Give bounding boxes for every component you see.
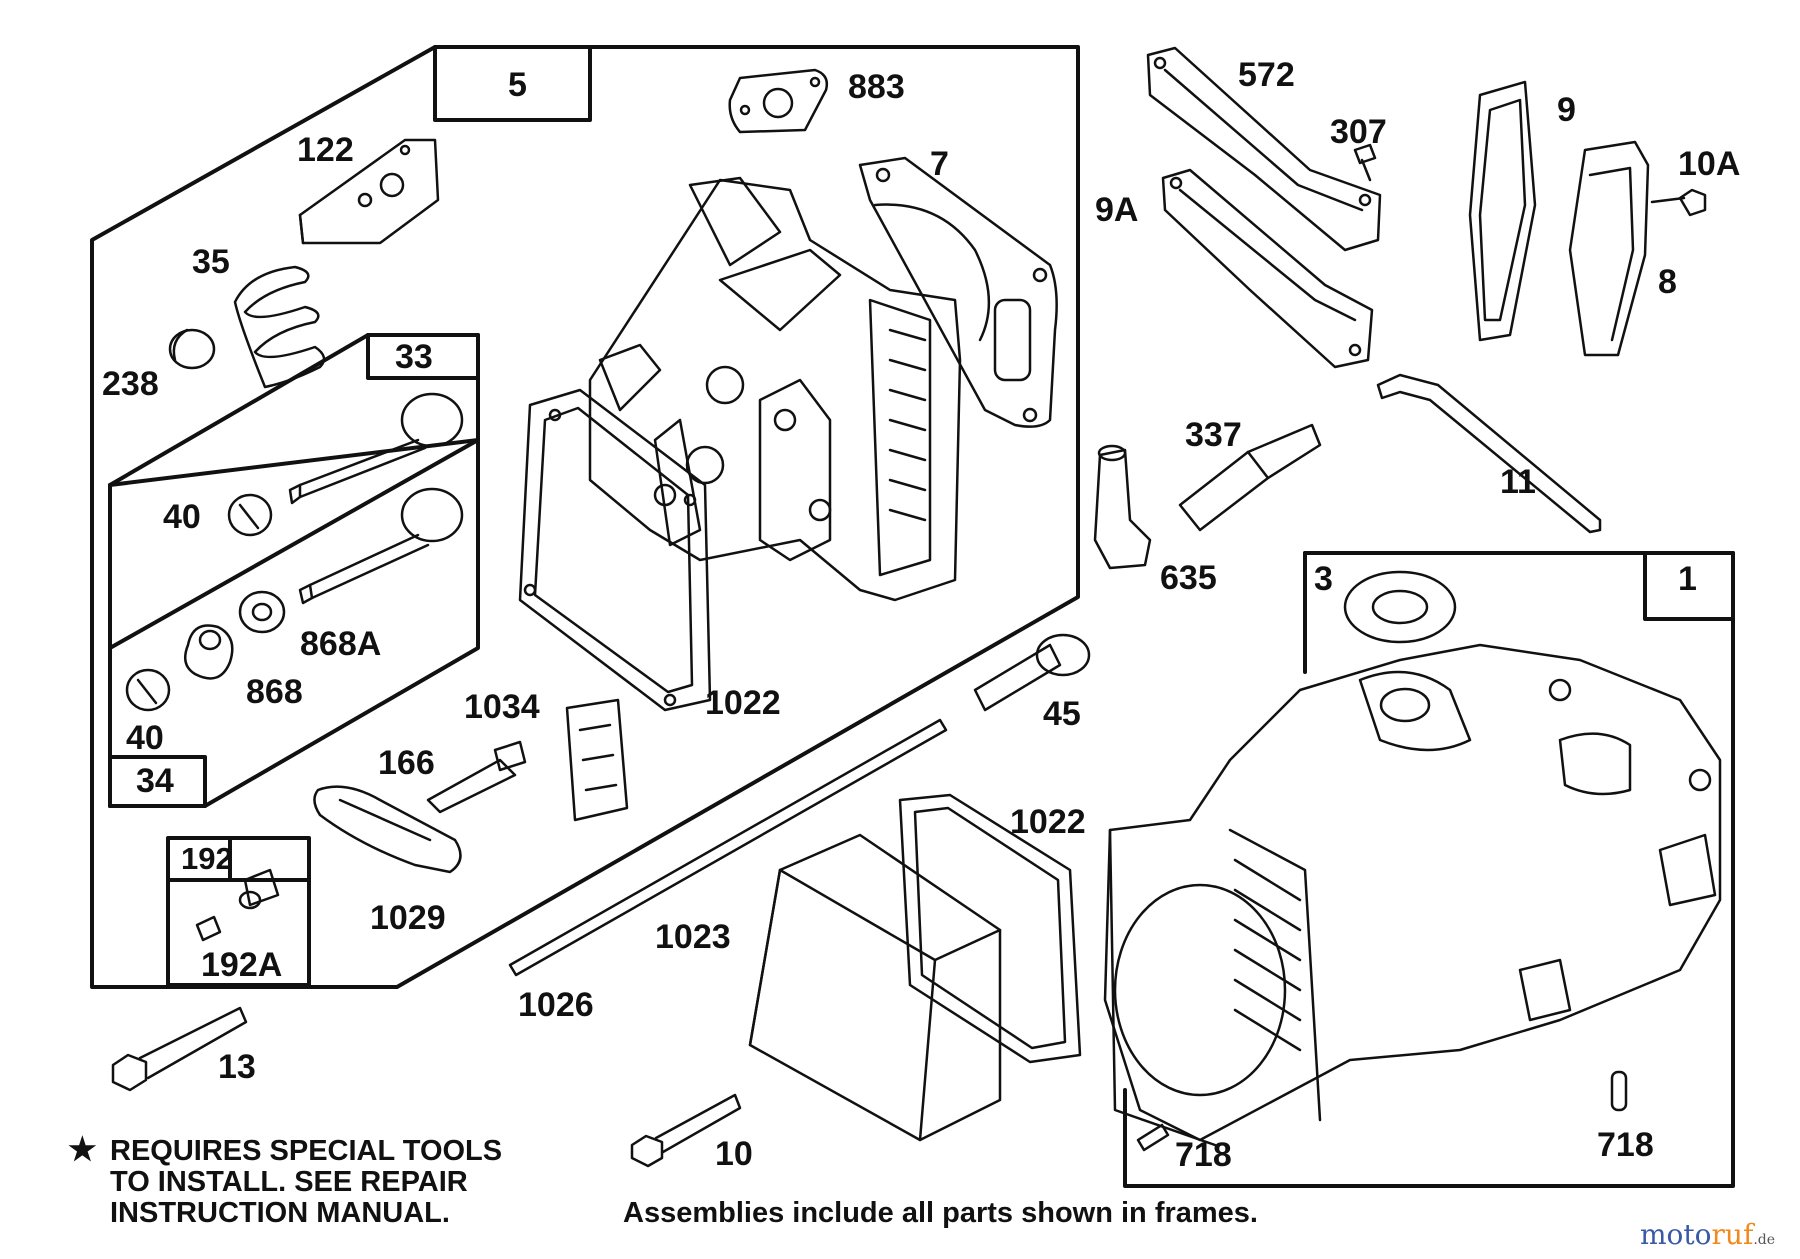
part-label-1023: 1023 bbox=[655, 918, 731, 956]
part-192a-screw bbox=[195, 915, 222, 942]
part-label-718-left: 718 bbox=[1175, 1136, 1232, 1174]
part-122-bracket bbox=[298, 138, 440, 245]
part-35-spring bbox=[233, 265, 326, 389]
part-label-10a: 10A bbox=[1678, 145, 1741, 183]
part-label-35: 35 bbox=[192, 243, 230, 281]
part-label-10: 10 bbox=[715, 1135, 753, 1173]
frame-label-5: 5 bbox=[508, 66, 527, 104]
special-tools-note: ★ REQUIRES SPECIAL TOOLS TO INSTALL. SEE… bbox=[68, 1133, 503, 1229]
part-label-1034: 1034 bbox=[464, 688, 540, 726]
part-1029-rocker-arm bbox=[313, 785, 462, 874]
part-166-stud bbox=[426, 740, 527, 814]
part-label-238: 238 bbox=[102, 365, 159, 403]
part-13-bolt bbox=[111, 1006, 248, 1092]
part-label-192a: 192A bbox=[201, 946, 283, 984]
part-11-tube bbox=[1376, 373, 1602, 534]
part-label-1026: 1026 bbox=[518, 986, 594, 1024]
part-label-337: 337 bbox=[1185, 416, 1242, 454]
frame-33-34-outline bbox=[108, 333, 480, 808]
part-label-1029: 1029 bbox=[370, 899, 446, 937]
part-label-13: 13 bbox=[218, 1048, 256, 1086]
part-10-bolt bbox=[630, 1093, 742, 1168]
part-valve-exhaust bbox=[298, 487, 464, 605]
part-label-868: 868 bbox=[246, 673, 303, 711]
part-868-seal bbox=[183, 624, 234, 680]
part-572-gasket bbox=[1146, 46, 1382, 252]
part-1022-cover-gasket bbox=[898, 793, 1082, 1064]
part-1026-push-rod bbox=[508, 718, 948, 977]
part-1022-rocker-gasket bbox=[518, 388, 712, 712]
part-label-45: 45 bbox=[1043, 695, 1081, 733]
frame-label-34: 34 bbox=[136, 762, 174, 800]
part-label-1022-lower: 1022 bbox=[1010, 803, 1086, 841]
watermark-accent: ruf bbox=[1711, 1218, 1754, 1251]
part-label-8: 8 bbox=[1658, 263, 1677, 301]
part-9-gasket bbox=[1468, 80, 1537, 342]
part-label-9: 9 bbox=[1557, 91, 1576, 129]
part-8-cover bbox=[1568, 140, 1650, 357]
part-1034-plate bbox=[565, 698, 629, 822]
part-label-635: 635 bbox=[1160, 559, 1217, 597]
part-868a-washer bbox=[238, 590, 286, 634]
star-icon: ★ bbox=[68, 1131, 97, 1167]
frame-5-outline bbox=[90, 45, 1080, 989]
part-7-head-gasket bbox=[858, 156, 1058, 428]
part-label-166: 166 bbox=[378, 744, 435, 782]
part-40-retainer-upper bbox=[227, 493, 273, 537]
part-label-122: 122 bbox=[297, 131, 354, 169]
part-label-883: 883 bbox=[848, 68, 905, 106]
part-label-7: 7 bbox=[930, 145, 949, 183]
cylinder-head-casting bbox=[588, 176, 962, 602]
frame-label-33: 33 bbox=[395, 338, 433, 376]
part-label-40-upper: 40 bbox=[163, 498, 201, 536]
part-label-572: 572 bbox=[1238, 56, 1295, 94]
part-label-9a: 9A bbox=[1095, 191, 1139, 229]
part-1023-rocker-cover bbox=[748, 833, 1002, 1142]
special-tools-line-3: INSTRUCTION MANUAL. bbox=[110, 1197, 450, 1229]
part-9a-gasket bbox=[1161, 168, 1374, 369]
part-33-valve-intake bbox=[288, 392, 464, 505]
part-label-718-right: 718 bbox=[1597, 1126, 1654, 1164]
crankcase-block bbox=[1103, 643, 1722, 1147]
watermark-suffix: .de bbox=[1753, 1232, 1776, 1248]
part-883-gasket bbox=[728, 68, 829, 134]
part-label-1022-upper: 1022 bbox=[705, 684, 781, 722]
part-3-oil-seal bbox=[1343, 570, 1457, 644]
part-192-pivot bbox=[238, 868, 280, 910]
assemblies-footnote: Assemblies include all parts shown in fr… bbox=[623, 1197, 1258, 1229]
part-label-11: 11 bbox=[1500, 463, 1536, 501]
watermark-main: moto bbox=[1640, 1218, 1712, 1251]
special-tools-line-2: TO INSTALL. SEE REPAIR bbox=[110, 1166, 468, 1198]
part-label-40-lower: 40 bbox=[126, 719, 164, 757]
part-337-spark-plug bbox=[1178, 423, 1322, 532]
frame-192-outline bbox=[166, 836, 311, 987]
part-238-cap bbox=[168, 328, 216, 370]
frame-1-outline bbox=[1123, 551, 1735, 1188]
special-tools-line-1: REQUIRES SPECIAL TOOLS bbox=[110, 1135, 503, 1167]
frame-label-1: 1 bbox=[1678, 560, 1697, 598]
part-label-3: 3 bbox=[1314, 560, 1333, 598]
part-label-868a: 868A bbox=[300, 625, 382, 663]
part-635-boot bbox=[1093, 444, 1152, 570]
part-718-dowel-left bbox=[1136, 1123, 1170, 1152]
part-40-retainer-lower bbox=[125, 668, 171, 712]
watermark-logo: motoruf.de bbox=[1640, 1218, 1775, 1251]
part-10a-bolt bbox=[1650, 188, 1707, 217]
frame-label-192: 192 bbox=[181, 841, 233, 876]
part-718-dowel-right bbox=[1610, 1070, 1628, 1112]
part-307-screw bbox=[1353, 143, 1377, 182]
part-label-307: 307 bbox=[1330, 113, 1387, 151]
part-45-guide bbox=[973, 633, 1091, 712]
